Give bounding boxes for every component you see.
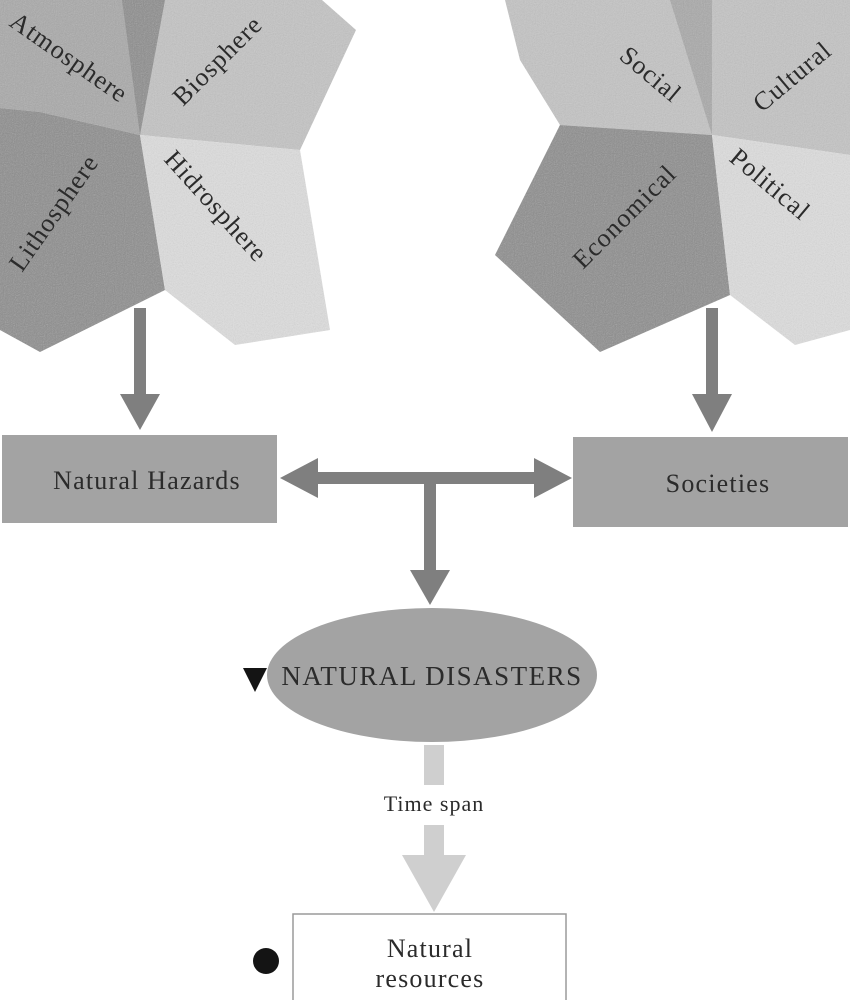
natural-hazards-box: Natural Hazards xyxy=(2,435,277,523)
petal-biosphere xyxy=(140,0,356,150)
petal-economical xyxy=(495,125,730,352)
natural-disasters-label: NATURAL DISASTERS xyxy=(281,661,582,691)
petal-social xyxy=(505,0,712,135)
natural-resources-label-line1: Natural xyxy=(387,934,473,963)
petal-lithosphere xyxy=(0,108,165,352)
petal-atmosphere xyxy=(0,0,140,135)
petal-center-shade-right xyxy=(670,0,712,135)
arrow-physical-to-hazards xyxy=(120,308,160,430)
societies-label: Societies xyxy=(666,469,771,498)
natural-disasters-ellipse: NATURAL DISASTERS xyxy=(267,608,597,742)
natural-resources-label-line2: resources xyxy=(376,964,485,993)
petal-hidrosphere xyxy=(140,135,330,345)
natural-resources-box: Natural resources xyxy=(292,913,567,1000)
natural-hazards-label: Natural Hazards xyxy=(53,466,241,495)
triangle-down-icon xyxy=(243,668,267,692)
time-span-arrow xyxy=(402,745,466,912)
arrow-social-to-societies xyxy=(692,308,732,432)
societies-box: Societies xyxy=(573,437,848,527)
physical-petals xyxy=(0,0,356,352)
double-arrow-hazards-societies xyxy=(280,458,572,498)
arrow-to-disasters xyxy=(410,484,450,605)
circle-icon xyxy=(253,948,279,974)
time-span-label: Time span xyxy=(384,791,484,816)
social-petals xyxy=(495,0,850,352)
petal-center-shade xyxy=(122,0,165,135)
petal-cultural xyxy=(690,0,850,155)
petal-political xyxy=(712,135,850,345)
